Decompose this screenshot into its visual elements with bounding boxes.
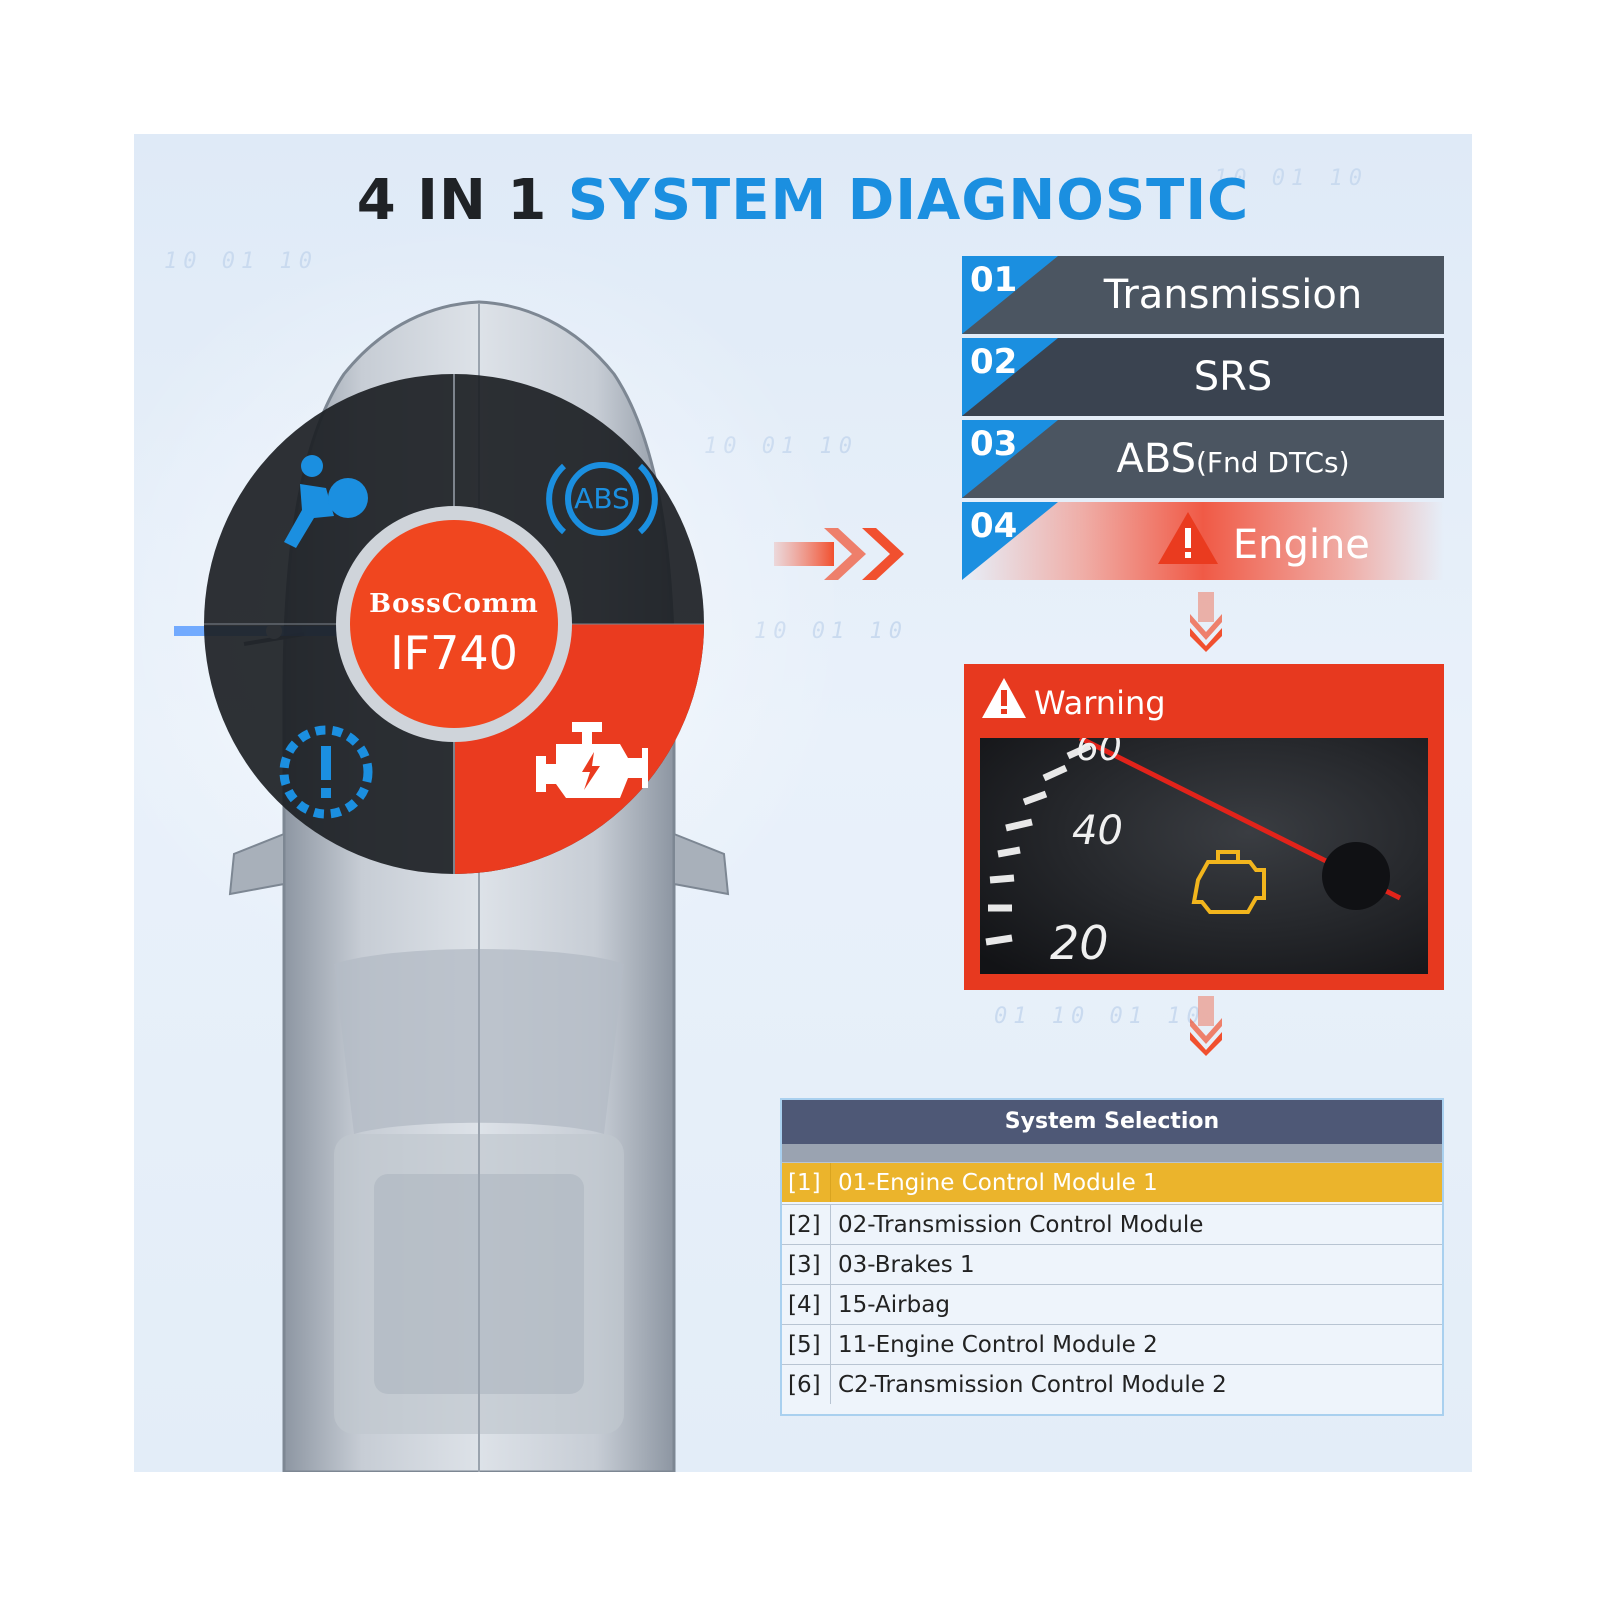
system-label: Transmission	[1103, 272, 1363, 318]
system-label-sub: (Fnd DTCs)	[1195, 446, 1350, 479]
row-index: [6]	[788, 1372, 821, 1398]
row-text: 15-Airbag	[838, 1292, 950, 1318]
down-arrow-icon	[1190, 996, 1222, 1056]
airbag-icon	[284, 455, 368, 548]
system-number: 03	[970, 424, 1018, 464]
table-row[interactable]: [4] 15-Airbag	[782, 1284, 1442, 1324]
warning-panel: Warning	[964, 664, 1444, 990]
system-number: 04	[970, 506, 1018, 546]
abs-icon-label: ABS	[574, 482, 630, 515]
table-subheader	[782, 1144, 1442, 1162]
system-number: 01	[970, 260, 1018, 300]
row-index: [5]	[788, 1332, 821, 1358]
system-label: ABS(Fnd DTCs)	[1116, 436, 1350, 482]
abs-icon	[546, 462, 658, 536]
system-item-engine[interactable]: 04 Engine	[962, 502, 1444, 580]
warning-triangle-icon	[1158, 512, 1219, 564]
row-index: [2]	[788, 1212, 821, 1238]
system-label: Engine	[1022, 502, 1444, 580]
warning-title: Warning	[1034, 684, 1166, 722]
gauge-label-40: 40	[1072, 808, 1123, 854]
row-index: [1]	[788, 1170, 821, 1196]
table-row[interactable]: [3] 03-Brakes 1	[782, 1244, 1442, 1284]
diagnostic-banner: 10 01 10 10 01 10 10 01 10 10 01 10 01 1…	[134, 134, 1472, 1472]
row-text: 01-Engine Control Module 1	[838, 1170, 1158, 1196]
tpms-warning-icon	[279, 725, 373, 819]
row-text: 03-Brakes 1	[838, 1252, 975, 1278]
engine-check-icon	[536, 722, 648, 798]
table-row[interactable]: [6] C2-Transmission Control Module 2	[782, 1364, 1442, 1404]
title-part-2: SYSTEM DIAGNOSTIC	[567, 168, 1250, 233]
title-part-1: 4 IN 1	[356, 168, 548, 233]
down-arrow-icon	[1190, 592, 1222, 652]
system-number: 02	[970, 342, 1018, 382]
system-item-transmission[interactable]: 01 Transmission	[962, 256, 1444, 334]
page-title: 4 IN 1 SYSTEM DIAGNOSTIC	[134, 168, 1472, 233]
binary-decoration: 01 10 01 10	[994, 1004, 1206, 1029]
table-row[interactable]: [5] 11-Engine Control Module 2	[782, 1324, 1442, 1364]
system-item-abs[interactable]: 03 ABS(Fnd DTCs)	[962, 420, 1444, 498]
table-row[interactable]: [2] 02-Transmission Control Module	[782, 1204, 1442, 1244]
row-index: [4]	[788, 1292, 821, 1318]
flow-arrows	[774, 528, 904, 580]
row-text: C2-Transmission Control Module 2	[838, 1372, 1227, 1398]
gauge-label-20: 20	[1050, 916, 1109, 970]
row-text: 02-Transmission Control Module	[838, 1212, 1204, 1238]
table-header: System Selection	[782, 1100, 1442, 1144]
system-label: SRS	[1193, 354, 1273, 400]
row-text: 11-Engine Control Module 2	[838, 1332, 1158, 1358]
row-index: [3]	[788, 1252, 821, 1278]
gauge-label-60: 60	[1076, 738, 1122, 769]
device-brand: BossComm	[369, 589, 539, 619]
table-row-selected[interactable]: [1] 01-Engine Control Module 1	[782, 1162, 1442, 1202]
system-selection-table: System Selection [1] 01-Engine Control M…	[780, 1098, 1444, 1416]
device-model: IF740	[390, 626, 518, 680]
speedometer-gauge: 60 40 20	[980, 738, 1428, 974]
warning-icon	[982, 678, 1026, 718]
system-item-srs[interactable]: 02 SRS	[962, 338, 1444, 416]
binary-decoration: 10 01 10	[1214, 166, 1368, 191]
